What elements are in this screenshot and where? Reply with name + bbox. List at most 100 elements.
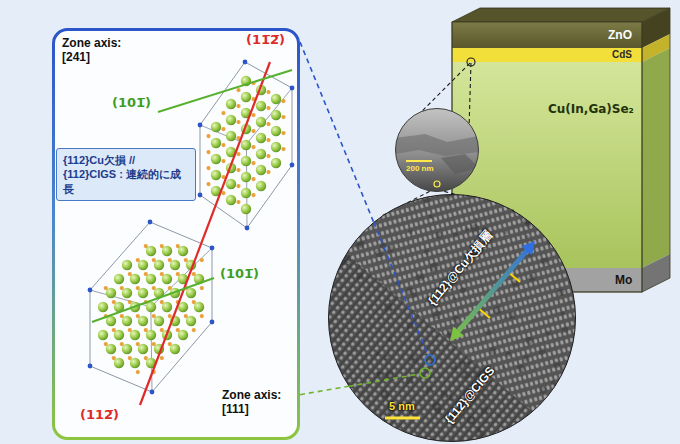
image-noise [554,361,561,368]
atom-dot [120,286,124,290]
atom-dot [206,150,210,154]
atom-sphere [98,330,108,340]
atom-dot [128,300,132,304]
plane-101-line [158,70,292,112]
zone-axis-label: Zone axis: [111] [222,388,294,417]
atom-dot [192,328,196,332]
zoom-marker [420,368,430,378]
image-noise [549,204,556,211]
panel-frame [54,30,299,439]
atom-sphere [211,154,221,164]
layer-side-face [642,48,670,268]
image-noise [381,390,390,399]
atom-dot [168,314,172,318]
image-noise [385,411,389,415]
atom-dot [221,143,225,147]
atom-dot [200,286,204,290]
image-noise [430,263,439,272]
atom-sphere [98,302,108,312]
atom-sphere [271,126,281,136]
atom-dot [176,272,180,276]
image-noise [409,355,418,364]
atom-dot [236,168,240,172]
image-noise [541,258,548,265]
atom-dot [221,111,225,115]
atom-dot [120,342,124,346]
atom-sphere [226,99,236,109]
image-noise [350,417,358,425]
atom-sphere [241,140,251,150]
atom-sphere [256,133,266,143]
atom-dot [112,300,116,304]
atom-dot [144,356,148,360]
image-noise [539,348,546,355]
cell-corner [150,390,155,395]
atom-dot [266,138,270,142]
callout-text: {112}Cu欠損 // {112}CIGS : 連続的に成長 [63,153,189,196]
image-noise [562,429,565,432]
image-noise [460,287,466,293]
image-noise [562,327,569,334]
image-noise [425,387,432,394]
cell-corner [88,364,93,369]
image-noise [475,217,478,220]
image-noise [416,273,424,281]
image-noise [428,214,432,218]
image-noise [542,218,550,226]
image-noise [336,214,343,221]
atom-dot [120,314,124,318]
cell-corner [243,60,248,65]
atom-sphere [226,179,236,189]
image-noise [380,243,386,249]
atom-dot [236,200,240,204]
image-noise [462,371,470,379]
atom-dot [184,314,188,318]
atom-sphere [271,142,281,152]
image-noise [424,250,429,255]
layer-label: Cu(In,Ga)Se₂ [548,102,634,116]
image-noise [467,416,475,424]
atom-dot [200,314,204,318]
image-noise [517,365,524,372]
image-noise [541,429,546,434]
image-noise [549,235,553,239]
atom-dot [206,134,210,138]
atom-dot [251,177,255,181]
cell-corner [290,163,295,168]
block-top-face [452,8,670,22]
atom-dot [136,314,140,318]
atom-dot [266,122,270,126]
image-noise [551,405,555,409]
image-noise [523,355,529,361]
image-noise [384,303,393,312]
image-noise [407,323,414,330]
atom-dot [221,159,225,163]
image-noise [453,232,458,237]
atom-dot [236,104,240,108]
zno-layer: ZnO [452,22,642,48]
atom-sphere [211,170,221,180]
atom-dot [168,258,172,262]
atom-dot [128,356,132,360]
atom-dot [144,244,148,248]
atom-dot [251,129,255,133]
tem-grain [395,134,479,156]
atom-dot [176,328,180,332]
hrtem-image-circle: {112}@Cu欠損層5 nm{112}@CIGS [328,194,576,442]
layer-front-face [452,48,642,62]
image-noise [411,292,417,298]
atom-dot [144,328,148,332]
atom-sphere [241,188,251,198]
image-noise [481,406,490,415]
atom-dot [136,342,140,346]
image-noise [452,296,456,300]
image-noise [355,348,358,351]
unit-cell-outline [200,62,292,228]
image-noise [505,352,511,358]
image-noise [485,329,491,335]
zoom-marker [425,355,435,365]
atom-dot [192,300,196,304]
image-noise [505,230,509,234]
image-noise [337,381,344,388]
image-noise [484,421,487,424]
